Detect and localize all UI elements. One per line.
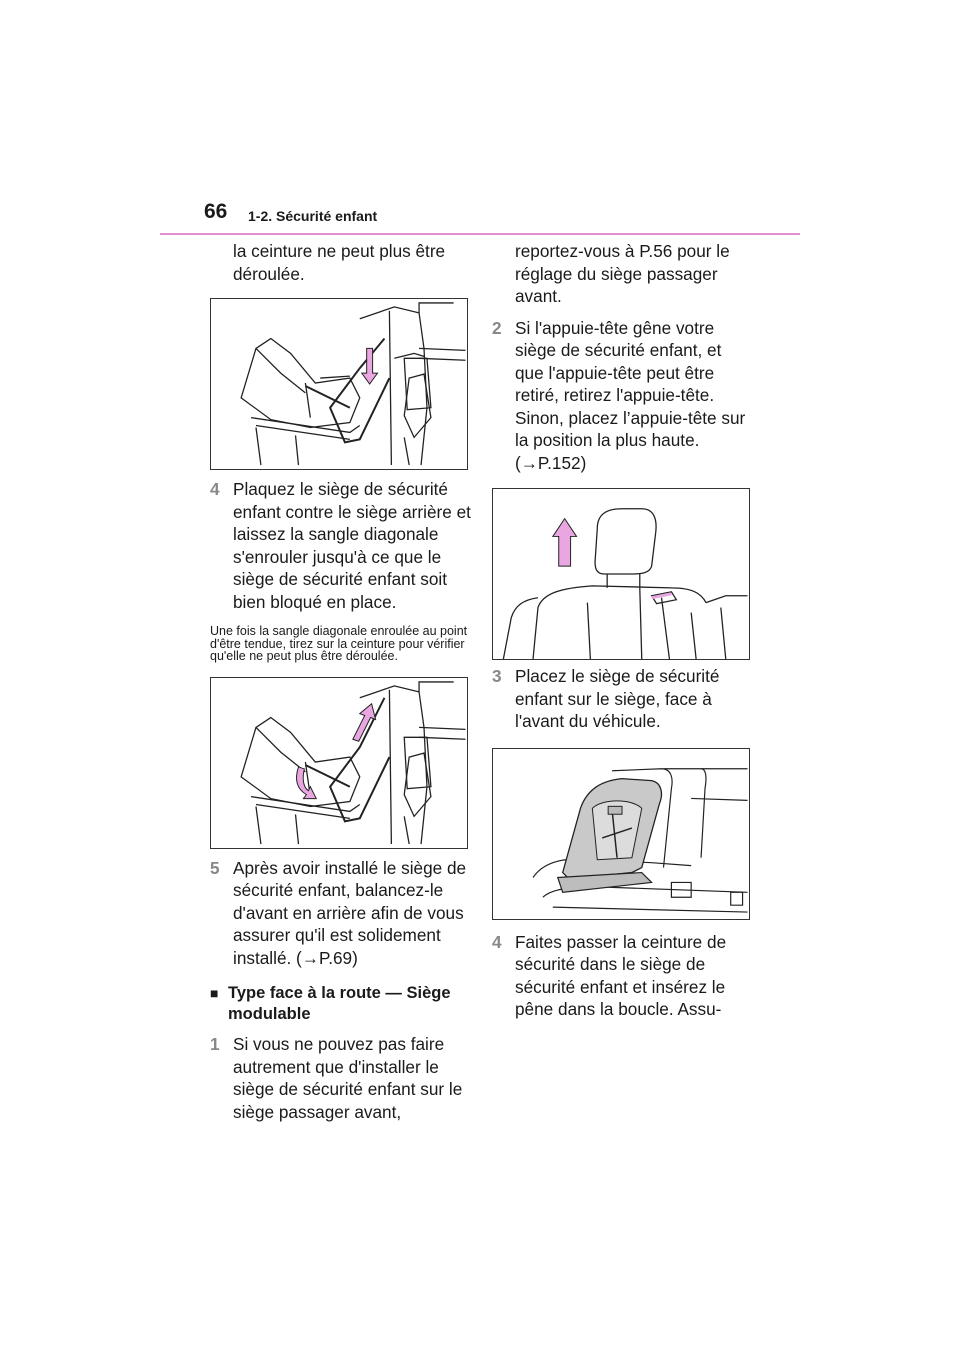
figure-3-svg bbox=[502, 508, 748, 659]
left-column: la ceinture ne peut plus être déroulée. bbox=[210, 240, 472, 1123]
step-3-right: 3 Placez le siège de sécurité enfant sur… bbox=[492, 665, 754, 733]
intro-text-right: reportez-vous à P.56 pour le réglage du … bbox=[515, 241, 730, 306]
right-column: reportez-vous à P.56 pour le réglage du … bbox=[492, 240, 754, 1021]
step-text: Faites passer la ceinture de sécurité da… bbox=[515, 931, 727, 1020]
step-number: 3 bbox=[492, 666, 502, 686]
figure-1-svg bbox=[240, 302, 466, 466]
headrest-raise-illustration bbox=[492, 488, 750, 660]
step-text: Si vous ne pouvez pas faire autrement qu… bbox=[233, 1034, 463, 1122]
step-4-left: 4 Plaquez le siège de sécurité enfant co… bbox=[210, 478, 472, 613]
forward-facing-seat-placement-illustration bbox=[492, 747, 750, 920]
step-text: Après avoir installé le siège de sécurit… bbox=[233, 857, 467, 968]
step-2-right: 2 Si l'appuie-tête gêne votre siège de s… bbox=[492, 317, 754, 475]
section-heading: ■ Type face à la route — Siège modulable bbox=[210, 983, 472, 1025]
step-text: Plaquez le siège de sécurité enfant cont… bbox=[233, 479, 471, 612]
square-bullet-icon: ■ bbox=[210, 985, 219, 1001]
section-title: 1-2. Sécurité enfant bbox=[248, 208, 378, 224]
header-rule bbox=[160, 233, 800, 235]
step-number: 4 bbox=[492, 931, 502, 952]
step-number: 1 bbox=[210, 1034, 220, 1054]
figure-2-svg bbox=[240, 680, 466, 844]
step-number: 5 bbox=[210, 857, 220, 878]
figure-4-svg bbox=[532, 767, 748, 913]
page-header: 66 1-2. Sécurité enfant bbox=[160, 198, 800, 238]
heading-text: Type face à la route — Siège modulable bbox=[228, 984, 451, 1023]
step-number: 4 bbox=[210, 479, 220, 499]
rear-facing-seat-belt-pull-illustration bbox=[210, 676, 468, 849]
step-4-right: 4 Faites passer la ceinture de sécurité … bbox=[492, 931, 754, 1021]
step-number: 2 bbox=[492, 317, 502, 338]
rear-facing-seat-belt-lock-illustration bbox=[210, 298, 468, 470]
step-text: Si l'appuie-tête gêne votre siège de séc… bbox=[515, 317, 746, 473]
page-number: 66 bbox=[204, 200, 228, 223]
step-5-left: 5 Après avoir installé le siège de sécur… bbox=[210, 857, 472, 970]
intro-text: la ceinture ne peut plus être déroulée. bbox=[233, 241, 446, 284]
step-text: Placez le siège de sécurité enfant sur l… bbox=[515, 666, 720, 731]
note-text: Une fois la sangle diagonale enroulée au… bbox=[210, 624, 468, 663]
step-1-left: 1 Si vous ne pouvez pas faire autrement … bbox=[210, 1033, 472, 1123]
